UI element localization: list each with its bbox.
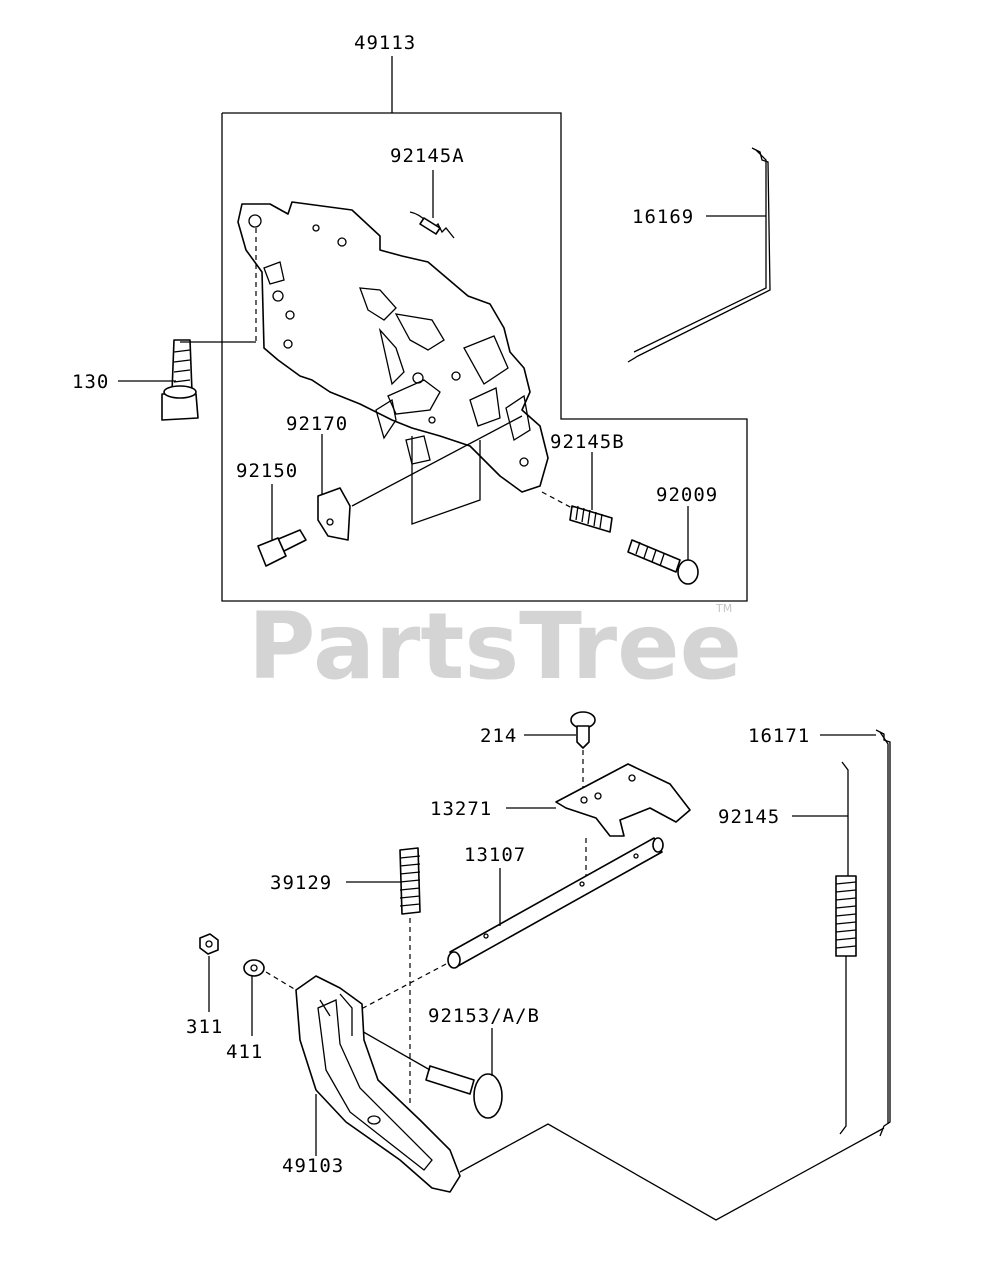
label-92170[interactable]: 92170 <box>286 413 348 435</box>
pin-92153 <box>425 1065 503 1119</box>
washer-411 <box>243 959 265 977</box>
label-92009[interactable]: 92009 <box>656 484 718 506</box>
screw-92009 <box>627 539 699 585</box>
nut-311 <box>199 933 219 955</box>
label-130[interactable]: 130 <box>72 371 109 393</box>
watermark-trademark: TM <box>715 602 732 615</box>
label-13271[interactable]: 13271 <box>430 798 492 820</box>
lever-49103 <box>295 975 461 1193</box>
label-214[interactable]: 214 <box>480 725 517 747</box>
label-311[interactable]: 311 <box>186 1016 223 1038</box>
label-49103[interactable]: 49103 <box>282 1155 344 1177</box>
assembly-box-outline <box>221 56 748 602</box>
label-39129[interactable]: 39129 <box>270 872 332 894</box>
spring-92145B <box>569 505 613 533</box>
watermark-text: PartsTree <box>248 593 742 700</box>
rod-16171 <box>875 729 891 1137</box>
bolt-92150 <box>257 529 307 567</box>
label-92145A[interactable]: 92145A <box>390 145 465 167</box>
label-16171[interactable]: 16171 <box>748 725 810 747</box>
label-92150[interactable]: 92150 <box>236 460 298 482</box>
label-16169[interactable]: 16169 <box>632 206 694 228</box>
label-13107[interactable]: 13107 <box>464 844 526 866</box>
spring-92145A <box>409 211 455 239</box>
spring-92145 <box>835 761 857 1135</box>
label-92153[interactable]: 92153/A/B <box>428 1005 540 1027</box>
bolt-130 <box>161 339 199 421</box>
spring-39129 <box>399 847 421 915</box>
control-plate-49113 <box>237 201 549 525</box>
label-92145B[interactable]: 92145B <box>550 431 625 453</box>
label-411[interactable]: 411 <box>226 1041 263 1063</box>
plate-13271 <box>555 763 691 837</box>
screw-214 <box>570 711 596 749</box>
label-92145[interactable]: 92145 <box>718 806 780 828</box>
rod-16169 <box>627 147 771 363</box>
label-49113[interactable]: 49113 <box>354 32 416 54</box>
shaft-13107 <box>447 837 664 969</box>
part-labels: 49113 92145A 16169 130 92170 92145B 9215… <box>72 32 810 1177</box>
linkage-outline <box>459 1123 885 1221</box>
bracket-92170 <box>317 487 351 541</box>
